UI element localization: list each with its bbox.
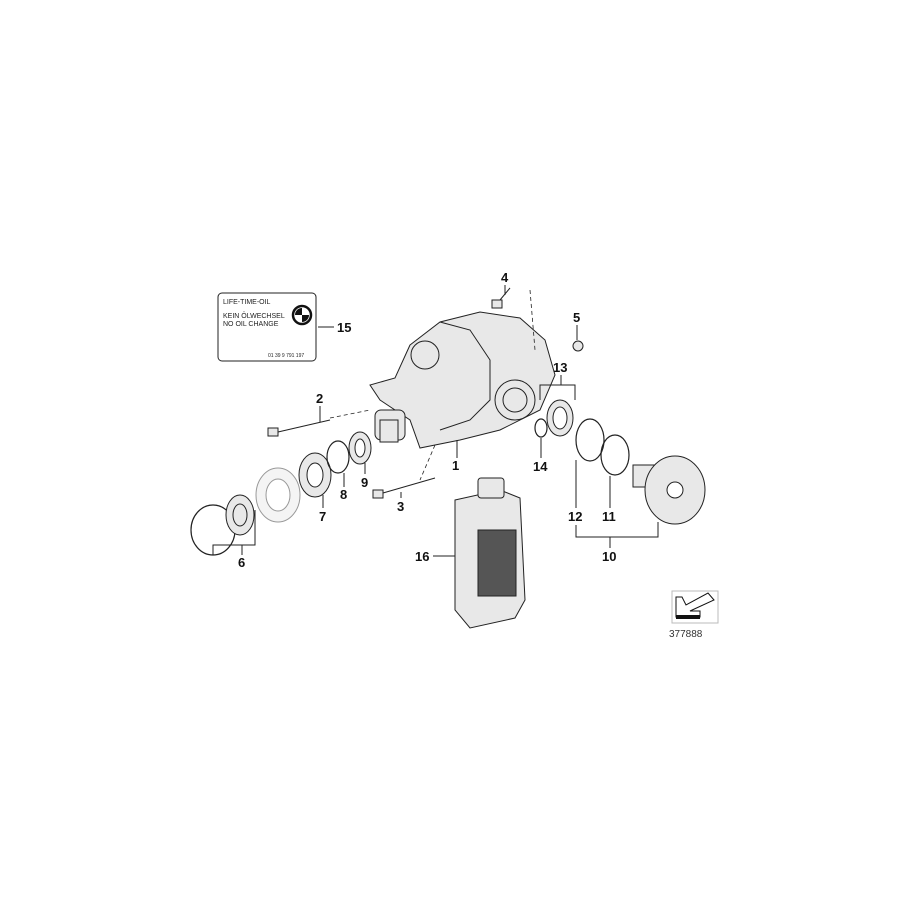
reference-number: 377888 — [669, 629, 703, 640]
oil-label-sticker: LIFE-TIME-OIL KEIN ÖLWECHSEL NO OIL CHAN… — [217, 292, 317, 362]
callout-1: 1 — [452, 458, 459, 473]
ring-9 — [348, 431, 372, 465]
callout-2: 2 — [316, 391, 323, 406]
bolt-3 — [372, 477, 436, 499]
callout-9: 9 — [361, 475, 368, 490]
callout-7: 7 — [319, 509, 326, 524]
ring-7 — [298, 452, 332, 498]
callout-5: 5 — [573, 310, 580, 325]
sticker-line2: KEIN ÖLWECHSEL — [223, 312, 285, 320]
ring-8 — [326, 440, 350, 474]
sticker-line1: LIFE-TIME-OIL — [223, 299, 271, 306]
bolt-4 — [491, 287, 511, 309]
arrow-reference-icon — [671, 590, 719, 624]
o-ring-14 — [534, 418, 548, 438]
callout-6: 6 — [238, 555, 245, 570]
bmw-logo-icon — [291, 304, 313, 326]
callout-10: 10 — [602, 549, 616, 564]
bolt-2 — [267, 419, 331, 437]
ring-11 — [600, 434, 630, 476]
ring-12 — [575, 418, 605, 462]
seal-13 — [546, 399, 574, 437]
callout-15: 15 — [337, 320, 351, 335]
callout-14: 14 — [533, 459, 548, 474]
differential-housing — [369, 311, 556, 449]
callout-12: 12 — [568, 509, 582, 524]
seal-ring-6 — [190, 494, 255, 556]
callout-16: 16 — [415, 549, 429, 564]
gear-part — [255, 467, 301, 523]
callout-8: 8 — [340, 487, 347, 502]
callout-3: 3 — [397, 499, 404, 514]
callout-13: 13 — [553, 360, 567, 375]
callout-11: 11 — [602, 509, 616, 524]
sticker-line3: NO OIL CHANGE — [223, 321, 279, 328]
sticker-part-number: 01 39 9 791 197 — [268, 353, 304, 359]
flange-10 — [632, 455, 706, 525]
callout-4: 4 — [501, 270, 509, 285]
oil-bottle — [454, 477, 526, 629]
nut-5 — [572, 340, 584, 352]
